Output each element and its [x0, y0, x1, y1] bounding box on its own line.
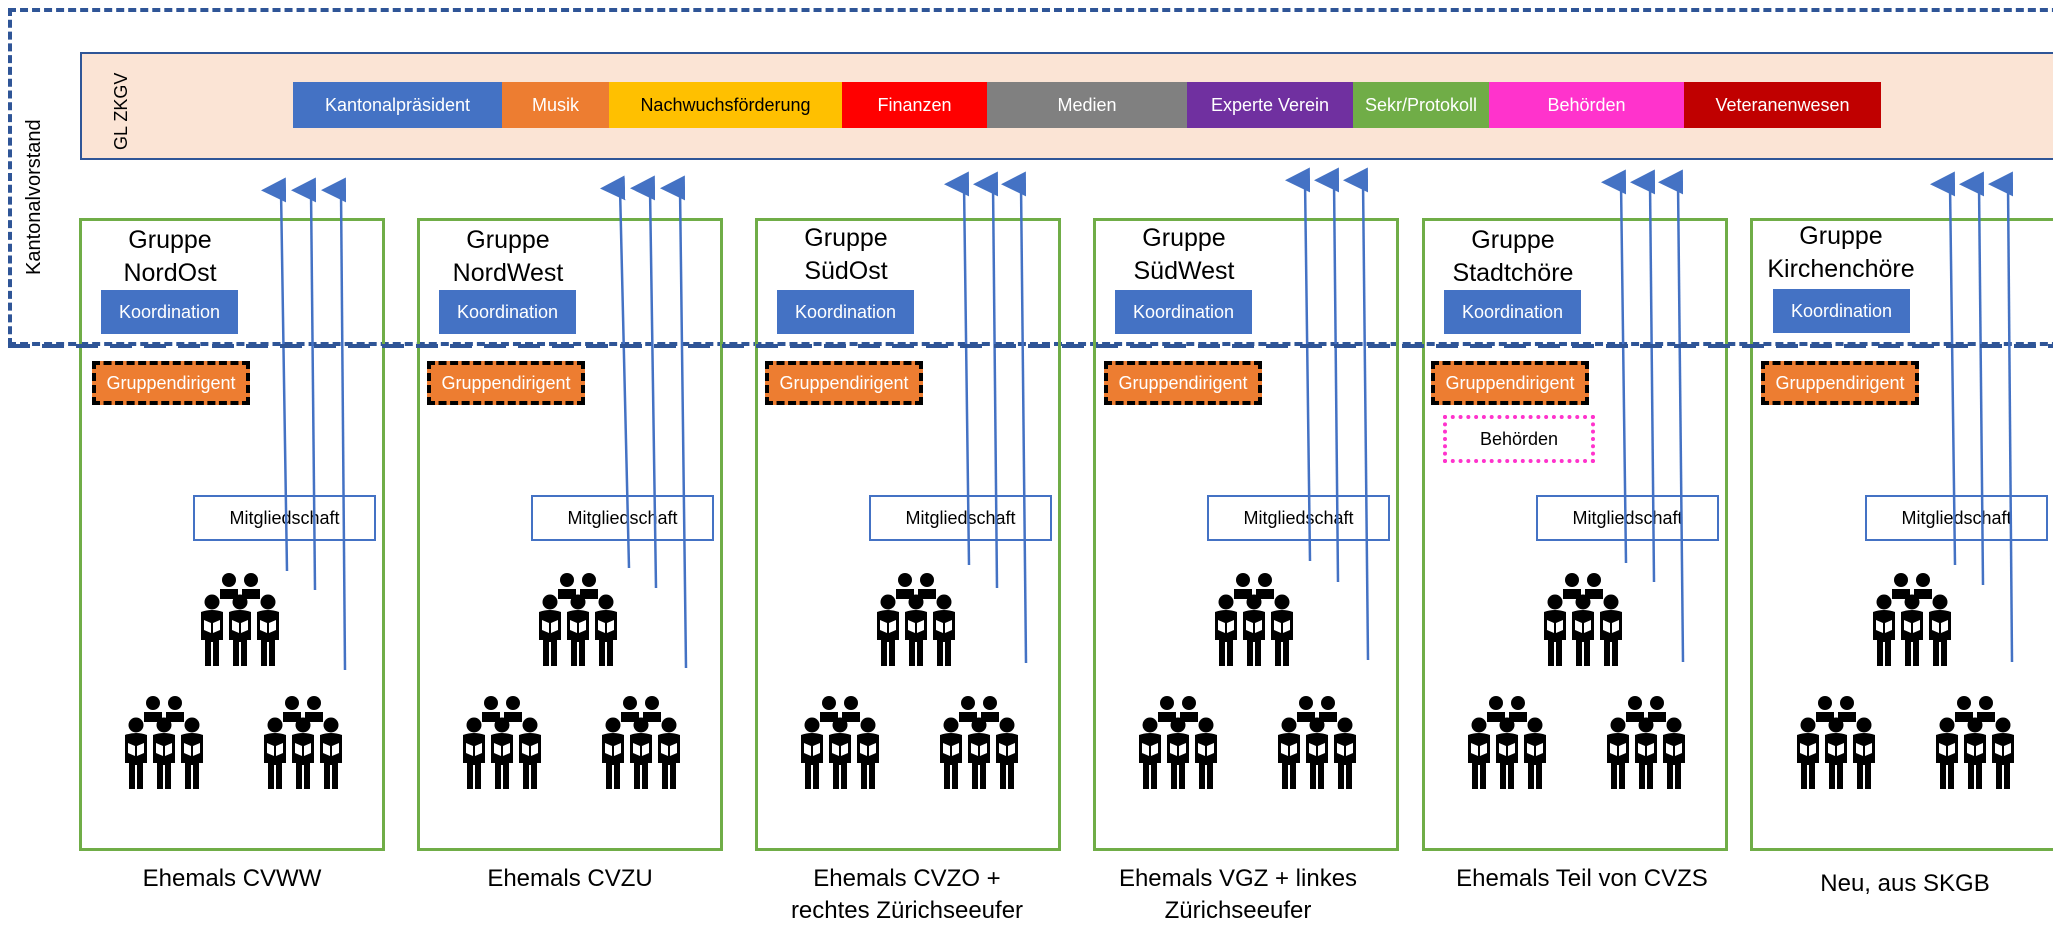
group-stadtchoere-mitgliedschaft: Mitgliedschaft [1536, 495, 1719, 541]
choir-singers-icon [1604, 695, 1688, 791]
ressort-experte-verein: Experte Verein [1187, 82, 1353, 128]
group-nordost-origin: Ehemals CVWW [142, 865, 322, 892]
choir-singers-icon [1794, 695, 1878, 791]
ressort-medien: Medien [987, 82, 1187, 128]
ressort-sekr-protokoll: Sekr/Protokoll [1353, 82, 1489, 128]
group-suedost-box [755, 218, 1061, 851]
kantonalvorstand-label: Kantonalvorstand [22, 119, 45, 275]
choir-singers-icon [798, 695, 882, 791]
choir-singers-icon [1870, 572, 1954, 668]
choir-singers-icon [261, 695, 345, 791]
group-suedost-mitgliedschaft: Mitgliedschaft [869, 495, 1052, 541]
group-suedost-dirigent: Gruppendirigent [765, 361, 923, 405]
choir-singers-icon [1212, 572, 1296, 668]
ressort-nachwuchsfoerderung: Nachwuchsförderung [609, 82, 842, 128]
choir-singers-icon [122, 695, 206, 791]
group-nordost-koordination: Koordination [101, 290, 238, 334]
group-suedwest-mitgliedschaft: Mitgliedschaft [1207, 495, 1390, 541]
choir-singers-icon [198, 572, 282, 668]
choir-singers-icon [599, 695, 683, 791]
ressort-kantonalpraesident: Kantonalpräsident [293, 82, 502, 128]
group-nordwest-koordination: Koordination [439, 290, 576, 334]
group-stadtchoere-origin: Ehemals Teil von CVZS [1456, 865, 1708, 892]
choir-singers-icon [1933, 695, 2017, 791]
group-kirchenchoere-box [1750, 218, 2053, 851]
choir-singers-icon [937, 695, 1021, 791]
ressort-veteranenwesen: Veteranenwesen [1684, 82, 1881, 128]
group-nordost-box [79, 218, 385, 851]
group-kirchenchoere-dirigent: Gruppendirigent [1761, 361, 1919, 405]
group-stadtchoere-box [1422, 218, 1728, 851]
choir-singers-icon [1465, 695, 1549, 791]
ressort-finanzen: Finanzen [842, 82, 987, 128]
group-kirchenchoere-mitgliedschaft: Mitgliedschaft [1865, 495, 2048, 541]
group-stadtchoere-behoerden: Behörden [1443, 415, 1595, 463]
group-nordwest-dirigent: Gruppendirigent [427, 361, 585, 405]
group-suedost-koordination: Koordination [777, 290, 914, 334]
group-nordwest-origin: Ehemals CVZU [487, 865, 653, 892]
choir-singers-icon [1541, 572, 1625, 668]
group-suedost-origin: Ehemals CVZO +rechtes Zürichseeufer [790, 865, 1024, 924]
group-stadtchoere-koordination: Koordination [1444, 290, 1581, 334]
group-kirchenchoere-koordination: Koordination [1773, 289, 1910, 333]
group-nordost-dirigent: Gruppendirigent [92, 361, 250, 405]
choir-singers-icon [874, 572, 958, 668]
group-suedwest-dirigent: Gruppendirigent [1104, 361, 1262, 405]
choir-singers-icon [1275, 695, 1359, 791]
ressort-behoerden: Behörden [1489, 82, 1684, 128]
group-suedwest-box [1093, 218, 1399, 851]
choir-singers-icon [536, 572, 620, 668]
group-nordost-mitgliedschaft: Mitgliedschaft [193, 495, 376, 541]
gl-zkgv-label: GL ZKGV [110, 72, 131, 150]
group-kirchenchoere-origin: Neu, aus SKGB [1820, 870, 1990, 897]
group-suedwest-koordination: Koordination [1115, 290, 1252, 334]
group-stadtchoere-dirigent: Gruppendirigent [1431, 361, 1589, 405]
ressort-musik: Musik [502, 82, 609, 128]
group-nordwest-box [417, 218, 723, 851]
choir-singers-icon [460, 695, 544, 791]
choir-singers-icon [1136, 695, 1220, 791]
group-nordwest-mitgliedschaft: Mitgliedschaft [531, 495, 714, 541]
